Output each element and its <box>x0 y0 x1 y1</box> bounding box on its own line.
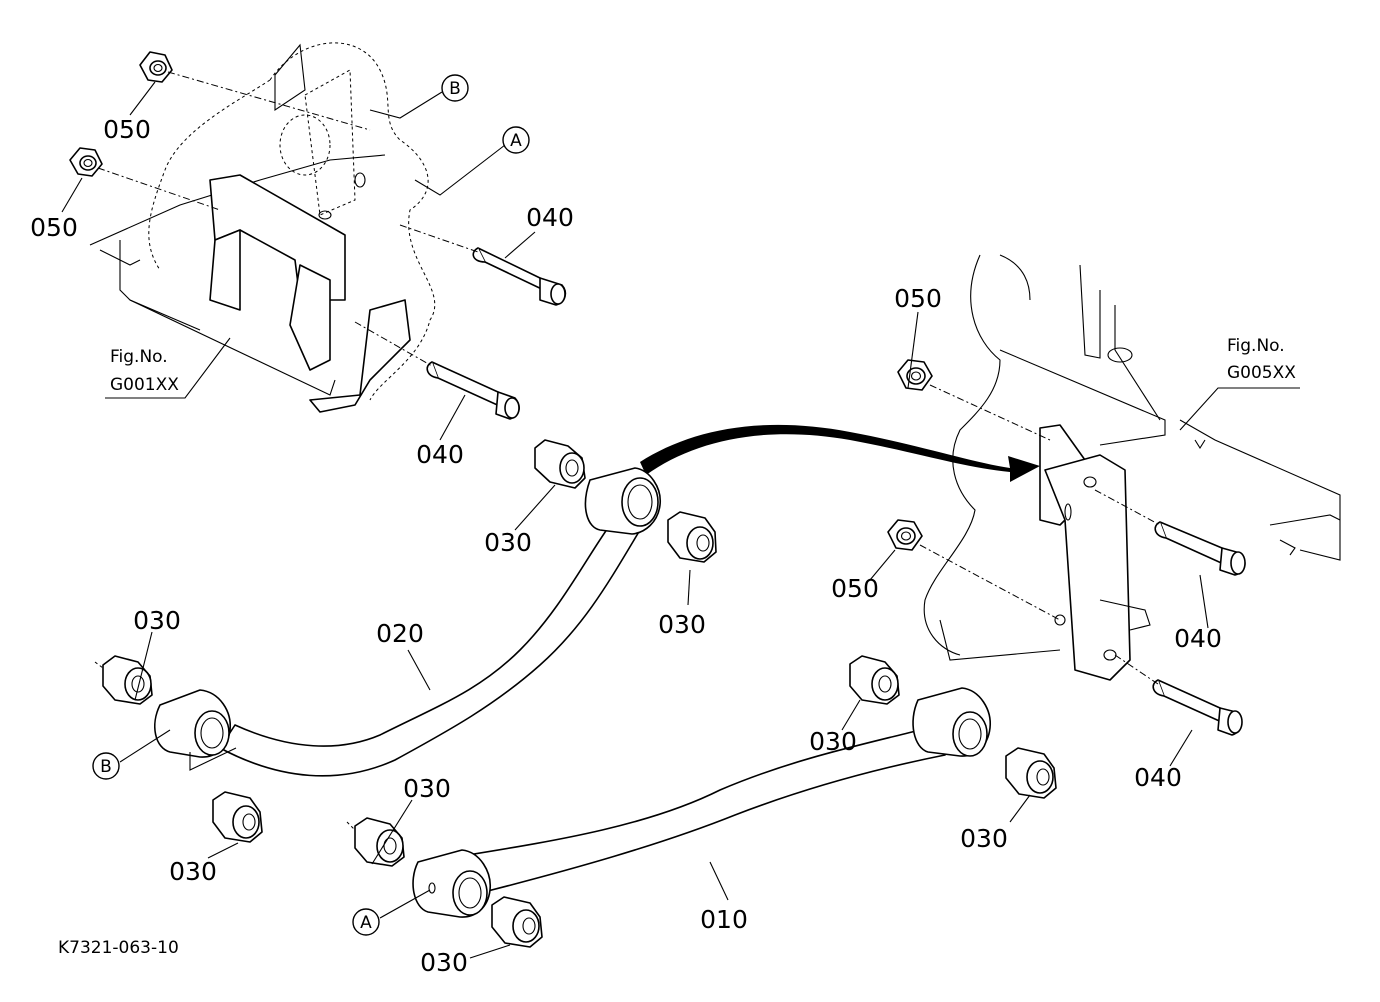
rod-020 <box>154 467 661 777</box>
bushing-030-c <box>102 655 153 705</box>
bushing-030-d <box>212 791 263 843</box>
label-030-e: 030 <box>403 774 451 803</box>
bushing-030-g <box>849 655 900 705</box>
leader-lines <box>61 81 1300 959</box>
label-040-d: 040 <box>1134 763 1182 792</box>
bolt-040-right-upper <box>1154 521 1246 576</box>
callout-a-top: A <box>502 126 530 154</box>
fig-ref-left-line1: Fig.No. <box>110 347 168 367</box>
nut-050-right-mid <box>887 519 923 551</box>
bushing-030-f <box>491 896 543 948</box>
fig-ref-right-line1: Fig.No. <box>1227 336 1285 356</box>
bushing-030-h <box>1005 747 1057 799</box>
svg-text:B: B <box>100 757 112 777</box>
callout-a-bottom: A <box>352 908 380 936</box>
nut-050-upper <box>139 51 173 83</box>
bolt-040-upper <box>472 247 567 306</box>
bushing-030-b <box>667 511 717 563</box>
rod-010 <box>412 687 991 918</box>
label-050-c: 050 <box>894 284 942 313</box>
fig-ref-left-line2: G001XX <box>110 375 179 395</box>
label-050-b: 050 <box>30 213 78 242</box>
label-030-g: 030 <box>809 727 857 756</box>
upper-left-frame <box>89 42 436 413</box>
curved-arrow <box>640 424 1040 482</box>
svg-text:A: A <box>360 913 372 933</box>
label-040-a: 040 <box>526 203 574 232</box>
label-030-f: 030 <box>420 948 468 977</box>
label-020: 020 <box>376 619 424 648</box>
label-030-d: 030 <box>169 857 217 886</box>
nut-050-lower <box>69 147 103 177</box>
label-050-a: 050 <box>103 115 151 144</box>
label-030-c: 030 <box>133 606 181 635</box>
label-040-c: 040 <box>1174 624 1222 653</box>
nut-050-right-top <box>897 359 933 391</box>
bushing-030-a <box>534 439 586 489</box>
callout-b-top: B <box>441 74 469 102</box>
bushing-030-e <box>354 817 405 867</box>
callout-b-bottom: B <box>92 752 120 780</box>
svg-text:A: A <box>510 131 522 151</box>
label-010: 010 <box>700 905 748 934</box>
label-030-h: 030 <box>960 824 1008 853</box>
diagram-id: K7321-063-10 <box>58 938 179 958</box>
svg-text:B: B <box>449 79 461 99</box>
label-050-d: 050 <box>831 574 879 603</box>
label-040-b: 040 <box>416 440 464 469</box>
bolt-040-right-lower <box>1152 679 1243 736</box>
label-030-a: 030 <box>484 528 532 557</box>
fig-ref-right-line2: G005XX <box>1227 363 1296 383</box>
label-030-b: 030 <box>658 610 706 639</box>
right-frame <box>923 254 1341 681</box>
bolt-040-lower <box>426 361 520 420</box>
